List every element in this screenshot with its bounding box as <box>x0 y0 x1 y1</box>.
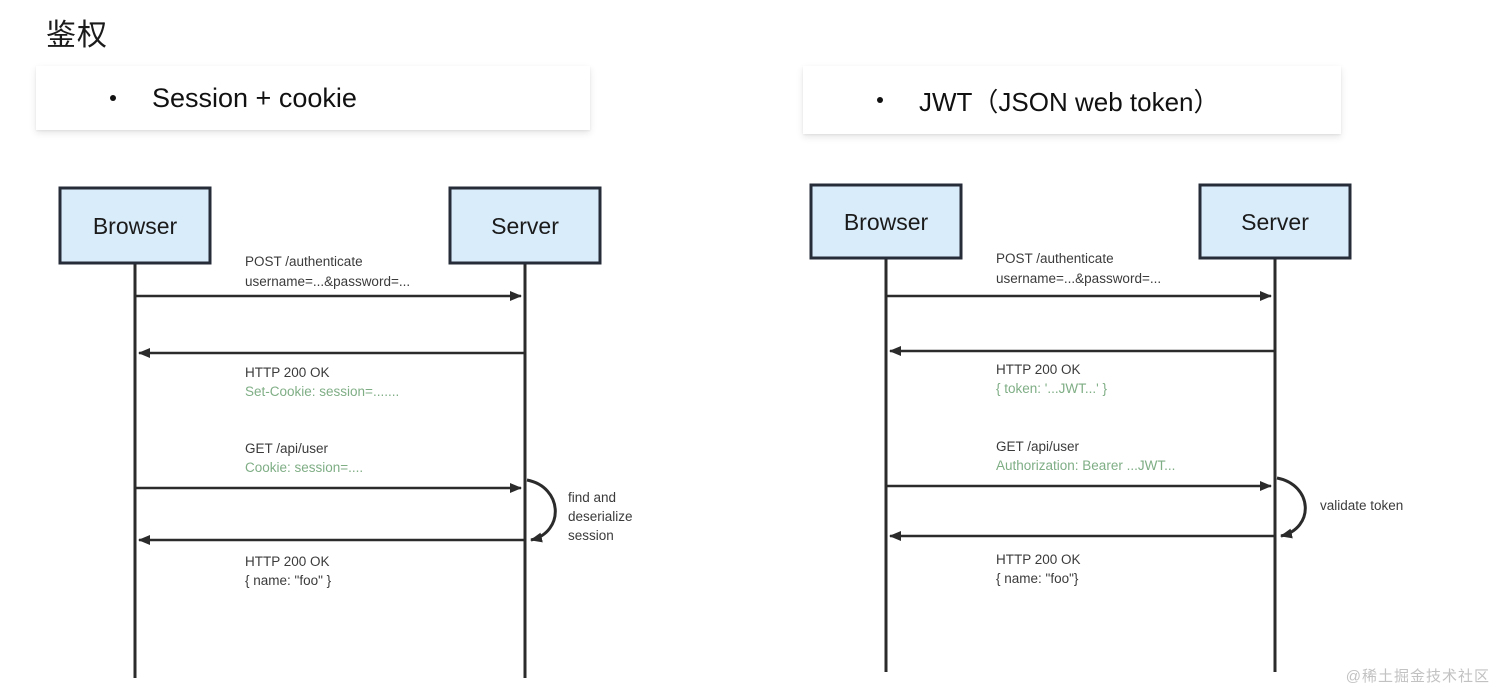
bullet-card-jwt: JWT（JSON web token） <box>803 66 1341 134</box>
bullet-dot-icon <box>877 97 883 103</box>
bullet-label-session-cookie: Session + cookie <box>152 82 357 113</box>
message-1-line-1: POST /authenticate <box>996 251 1114 266</box>
actor-label-server: Server <box>1241 209 1309 235</box>
message-2-line-2: Set-Cookie: session=....... <box>245 384 399 399</box>
message-3-line-1: GET /api/user <box>245 441 329 456</box>
sequence-diagram-session-cookie: Browser Server POST /authenticate userna… <box>58 186 633 678</box>
message-2-line-1: HTTP 200 OK <box>245 365 330 380</box>
message-1: POST /authenticate username=...&password… <box>887 251 1272 301</box>
message-3-line-1: GET /api/user <box>996 439 1080 454</box>
actor-label-browser: Browser <box>93 213 178 239</box>
actor-box-browser: Browser <box>58 186 212 265</box>
bullet-card-session-cookie: Session + cookie <box>36 66 590 130</box>
sequence-diagram-jwt: Browser Server POST /authenticate userna… <box>750 0 1512 700</box>
message-1-line-1: POST /authenticate <box>245 254 363 269</box>
self-note-line-3: session <box>568 528 614 543</box>
message-2-line-1: HTTP 200 OK <box>996 362 1081 377</box>
self-note-line-2: deserialize <box>568 509 633 524</box>
message-4-line-1: HTTP 200 OK <box>996 552 1081 567</box>
message-1: POST /authenticate username=...&password… <box>136 254 522 301</box>
message-4: HTTP 200 OK { name: "foo"} <box>889 531 1274 586</box>
bullet-label-jwt: JWT（JSON web token） <box>919 86 1220 117</box>
actor-label-browser: Browser <box>844 209 929 235</box>
message-3: GET /api/user Cookie: session=.... <box>136 441 522 493</box>
self-call-loop: validate token <box>1276 476 1403 539</box>
watermark: @稀土掘金技术社区 <box>1345 668 1490 685</box>
message-1-line-2: username=...&password=... <box>996 271 1161 286</box>
self-note-line-1: validate token <box>1320 498 1403 513</box>
message-2: HTTP 200 OK { token: '...JWT...' } <box>889 346 1274 396</box>
message-4-line-2: { name: "foo"} <box>996 571 1079 586</box>
bullet-dot-icon <box>110 95 116 101</box>
message-1-line-2: username=...&password=... <box>245 274 410 289</box>
message-3-line-2: Cookie: session=.... <box>245 460 363 475</box>
actor-label-server: Server <box>491 213 559 239</box>
page-title: 鉴权 <box>46 19 108 52</box>
message-4: HTTP 200 OK { name: "foo" } <box>138 535 524 588</box>
message-2-line-2: { token: '...JWT...' } <box>996 381 1107 396</box>
message-4-line-2: { name: "foo" } <box>245 573 332 588</box>
actor-box-server: Server <box>1198 183 1352 260</box>
self-note-line-1: find and <box>568 490 616 505</box>
message-3: GET /api/user Authorization: Bearer ...J… <box>887 439 1272 491</box>
message-2: HTTP 200 OK Set-Cookie: session=....... <box>138 348 524 399</box>
message-4-line-1: HTTP 200 OK <box>245 554 330 569</box>
actor-box-browser: Browser <box>809 183 963 260</box>
message-3-line-2: Authorization: Bearer ...JWT... <box>996 458 1175 473</box>
actor-box-server: Server <box>448 186 602 265</box>
self-call-loop: find and deserialize session <box>526 478 633 543</box>
